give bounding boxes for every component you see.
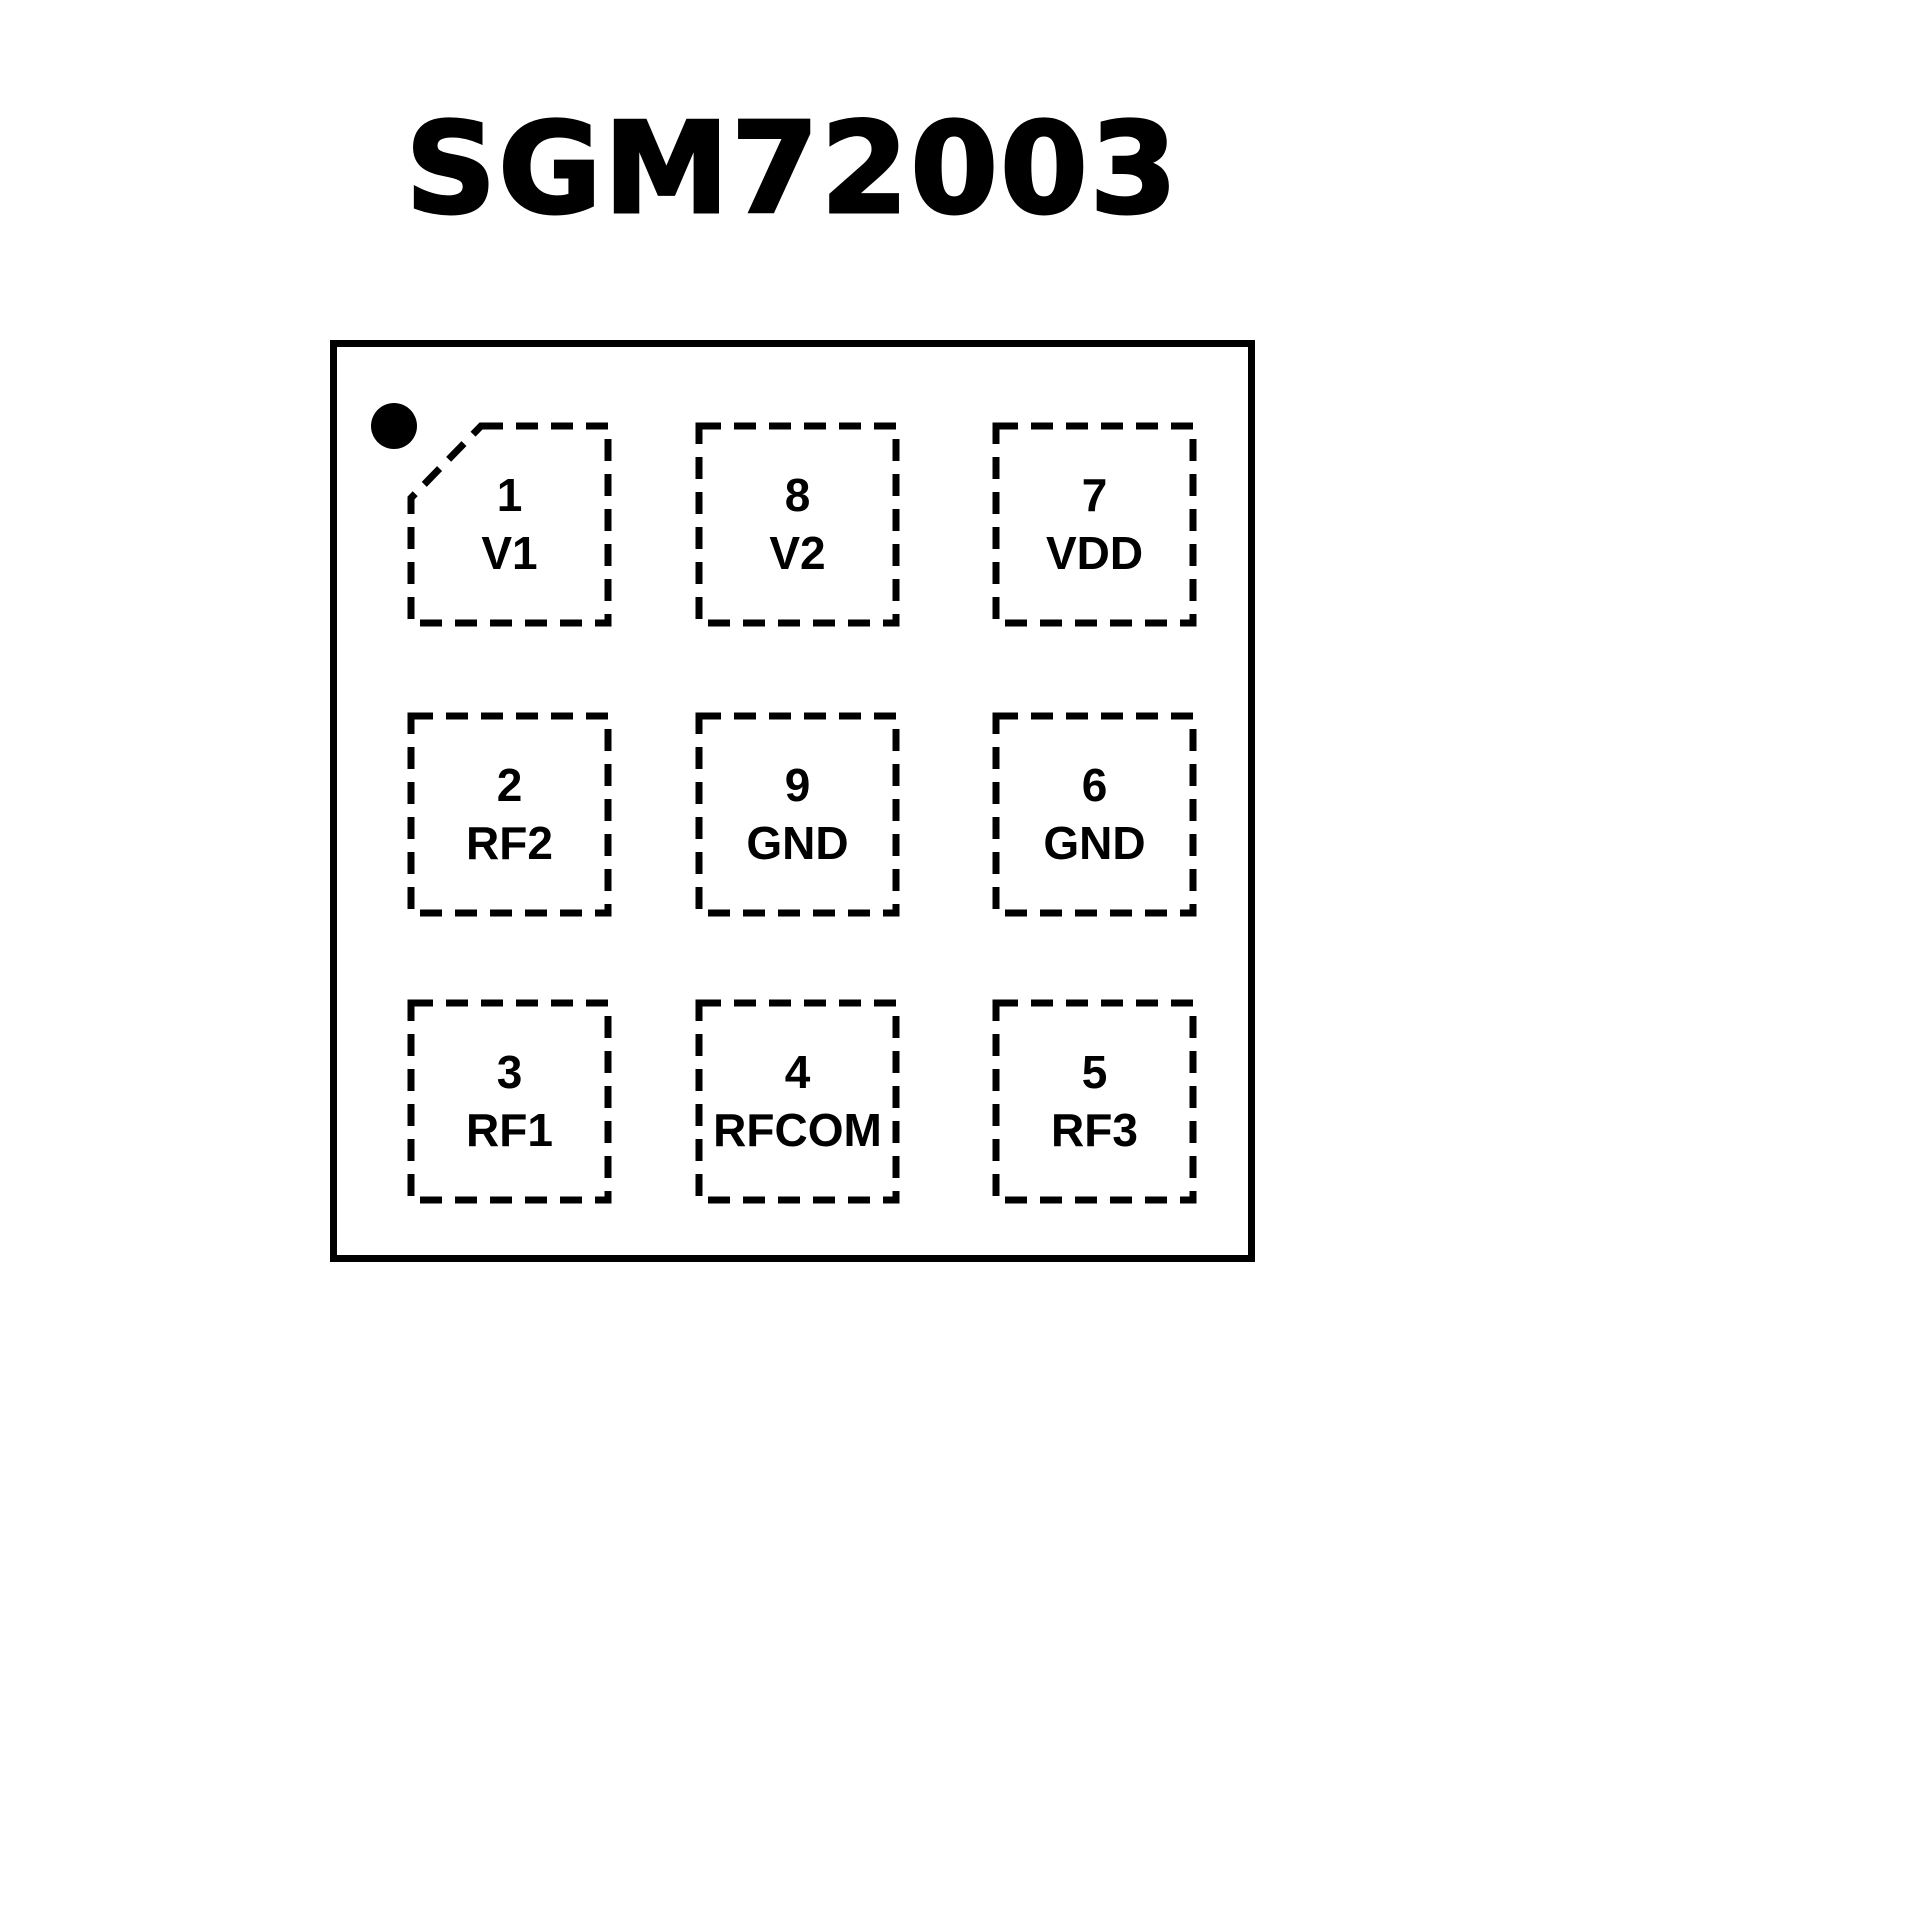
pad-outline-chamfered bbox=[407, 422, 612, 627]
pad-4-rfcom: 4 RFCOM bbox=[695, 999, 900, 1204]
pad-2-rf2: 2 RF2 bbox=[407, 712, 612, 917]
pad-name: RFCOM bbox=[713, 1103, 882, 1156]
pad-outline bbox=[695, 999, 900, 1204]
pad-9-gnd: 9 GND bbox=[695, 712, 900, 917]
pad-name: RF2 bbox=[466, 816, 553, 869]
pad-number: 7 bbox=[1081, 469, 1108, 521]
pad-name: V1 bbox=[481, 526, 538, 579]
pad-number: 4 bbox=[784, 1046, 811, 1098]
pad-outline bbox=[992, 999, 1197, 1204]
pad-number: 8 bbox=[784, 469, 811, 521]
pad-1-v1: 1 V1 bbox=[407, 422, 612, 627]
chip-outline: 1 V1 8 V2 7 VDD 2 RF2 bbox=[330, 340, 1255, 1262]
pad-name: GND bbox=[746, 816, 849, 869]
pad-7-vdd: 7 VDD bbox=[992, 422, 1197, 627]
pad-number: 5 bbox=[1081, 1046, 1108, 1098]
pad-number: 2 bbox=[496, 759, 523, 811]
pad-outline bbox=[992, 422, 1197, 627]
pad-name: RF1 bbox=[466, 1103, 553, 1156]
pad-outline bbox=[407, 999, 612, 1204]
pad-outline bbox=[695, 712, 900, 917]
pad-outline bbox=[407, 712, 612, 917]
pad-6-gnd: 6 GND bbox=[992, 712, 1197, 917]
pad-name: V2 bbox=[769, 526, 826, 579]
pad-name: RF3 bbox=[1051, 1103, 1138, 1156]
page-title: SGM72003 bbox=[404, 94, 1180, 244]
pad-name: VDD bbox=[1045, 526, 1144, 579]
pad-3-rf1: 3 RF1 bbox=[407, 999, 612, 1204]
pin1-marker-dot bbox=[371, 403, 417, 449]
pad-outline bbox=[695, 422, 900, 627]
pad-5-rf3: 5 RF3 bbox=[992, 999, 1197, 1204]
pad-number: 3 bbox=[496, 1046, 523, 1098]
pad-outline bbox=[992, 712, 1197, 917]
pad-number: 9 bbox=[784, 759, 811, 811]
pad-name: GND bbox=[1043, 816, 1146, 869]
pad-number: 6 bbox=[1081, 759, 1108, 811]
pad-number: 1 bbox=[496, 469, 523, 521]
pad-8-v2: 8 V2 bbox=[695, 422, 900, 627]
